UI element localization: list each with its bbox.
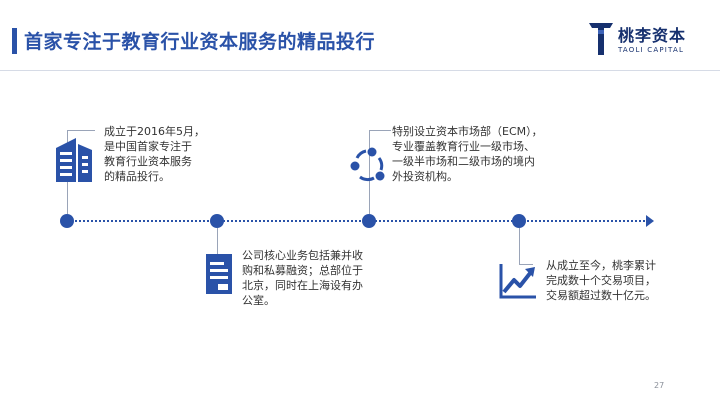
timeline-node-3 [362, 214, 376, 228]
logo-name-cn: 桃李资本 [618, 26, 687, 45]
milestone-4-line-2: 完成数十个交易项目， [546, 274, 656, 287]
milestone-4-line-1: 从成立至今，桃李累计 [546, 259, 656, 272]
timeline-node-2 [210, 214, 224, 228]
header-divider [0, 70, 720, 71]
timeline-line [64, 220, 648, 222]
connector-3 [369, 130, 370, 214]
milestone-3-line-3: 一级半市场和二级市场的境内 [392, 155, 535, 168]
connector-1-tick [67, 130, 95, 131]
growth-chart-icon [499, 264, 536, 299]
page-title: 首家专注于教育行业资本服务的精品投行 [24, 31, 376, 53]
connector-3-tick [369, 130, 391, 131]
document-icon [206, 254, 232, 294]
milestone-1-line-3: 教育行业资本服务 [104, 155, 192, 168]
milestone-1-line-1: 成立于2016年5月， [104, 125, 205, 138]
connector-4-tick [519, 264, 533, 265]
milestone-1-line-4: 的精品投行。 [104, 170, 170, 183]
milestone-3-line-2: 专业覆盖教育行业一级市场、 [392, 140, 535, 153]
milestone-4-line-3: 交易额超过数十亿元。 [546, 289, 656, 302]
milestone-1-line-2: 是中国首家专注于 [104, 140, 192, 153]
title-accent-bar [12, 28, 17, 54]
milestone-2-line-2: 购和私募融资；总部位于 [242, 264, 363, 277]
milestone-1-text: 成立于2016年5月， 是中国首家专注于 教育行业资本服务 的精品投行。 [104, 124, 205, 184]
network-icon [350, 147, 385, 182]
logo-name-en: TAOLI CAPITAL [618, 46, 685, 54]
page-number: 27 [654, 381, 665, 390]
company-logo: 桃李资本 TAOLI CAPITAL [588, 16, 700, 60]
timeline-node-4 [512, 214, 526, 228]
connector-4 [519, 228, 520, 264]
timeline-arrow-icon [646, 215, 654, 227]
logo-mark-icon [589, 23, 613, 55]
timeline-node-1 [60, 214, 74, 228]
building-icon [56, 138, 92, 182]
milestone-4-text: 从成立至今，桃李累计 完成数十个交易项目， 交易额超过数十亿元。 [546, 258, 656, 303]
milestone-3-text: 特别设立资本市场部（ECM）， 专业覆盖教育行业一级市场、 一级半市场和二级市场… [392, 124, 543, 184]
milestone-3-line-1: 特别设立资本市场部（ECM）， [392, 125, 543, 138]
milestone-2-text: 公司核心业务包括兼并收 购和私募融资；总部位于 北京，同时在上海设有办 公室。 [242, 248, 363, 308]
milestone-2-line-1: 公司核心业务包括兼并收 [242, 249, 363, 262]
milestone-2-line-3: 北京，同时在上海设有办 [242, 279, 363, 292]
milestone-2-line-4: 公室。 [242, 294, 275, 307]
milestone-3-line-4: 外投资机构。 [392, 170, 458, 183]
connector-2 [217, 228, 218, 256]
